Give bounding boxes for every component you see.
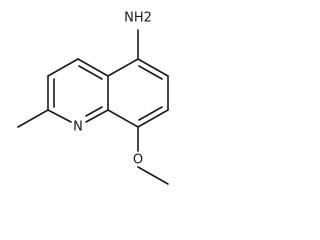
bond-n1-c2	[47, 109, 72, 123]
bond-c4a-c5	[107, 58, 139, 77]
amine-label: NH2	[124, 11, 152, 26]
bond-c3-c4	[47, 58, 79, 77]
bond-c8-c8a	[107, 109, 139, 128]
bond-c4-c4a-inner	[78, 65, 103, 80]
bond-c8a-n1-inner	[85, 106, 103, 117]
bond-c8a-n1	[85, 109, 109, 123]
bond-c5-c6-inner	[138, 65, 163, 80]
ether-oxygen-label: O	[133, 153, 143, 168]
bond-o-methyl	[137, 166, 169, 185]
bond-c4-c4a	[77, 58, 109, 77]
bond-c7-c8-inner	[138, 106, 163, 121]
chemical-structure-diagram: NH2 N O	[17, 11, 169, 185]
bond-c2-methyl	[17, 109, 49, 128]
bond-c5-c6	[137, 58, 169, 77]
ring-nitrogen-label: N	[73, 120, 83, 135]
bond-c7-c8	[137, 109, 169, 128]
